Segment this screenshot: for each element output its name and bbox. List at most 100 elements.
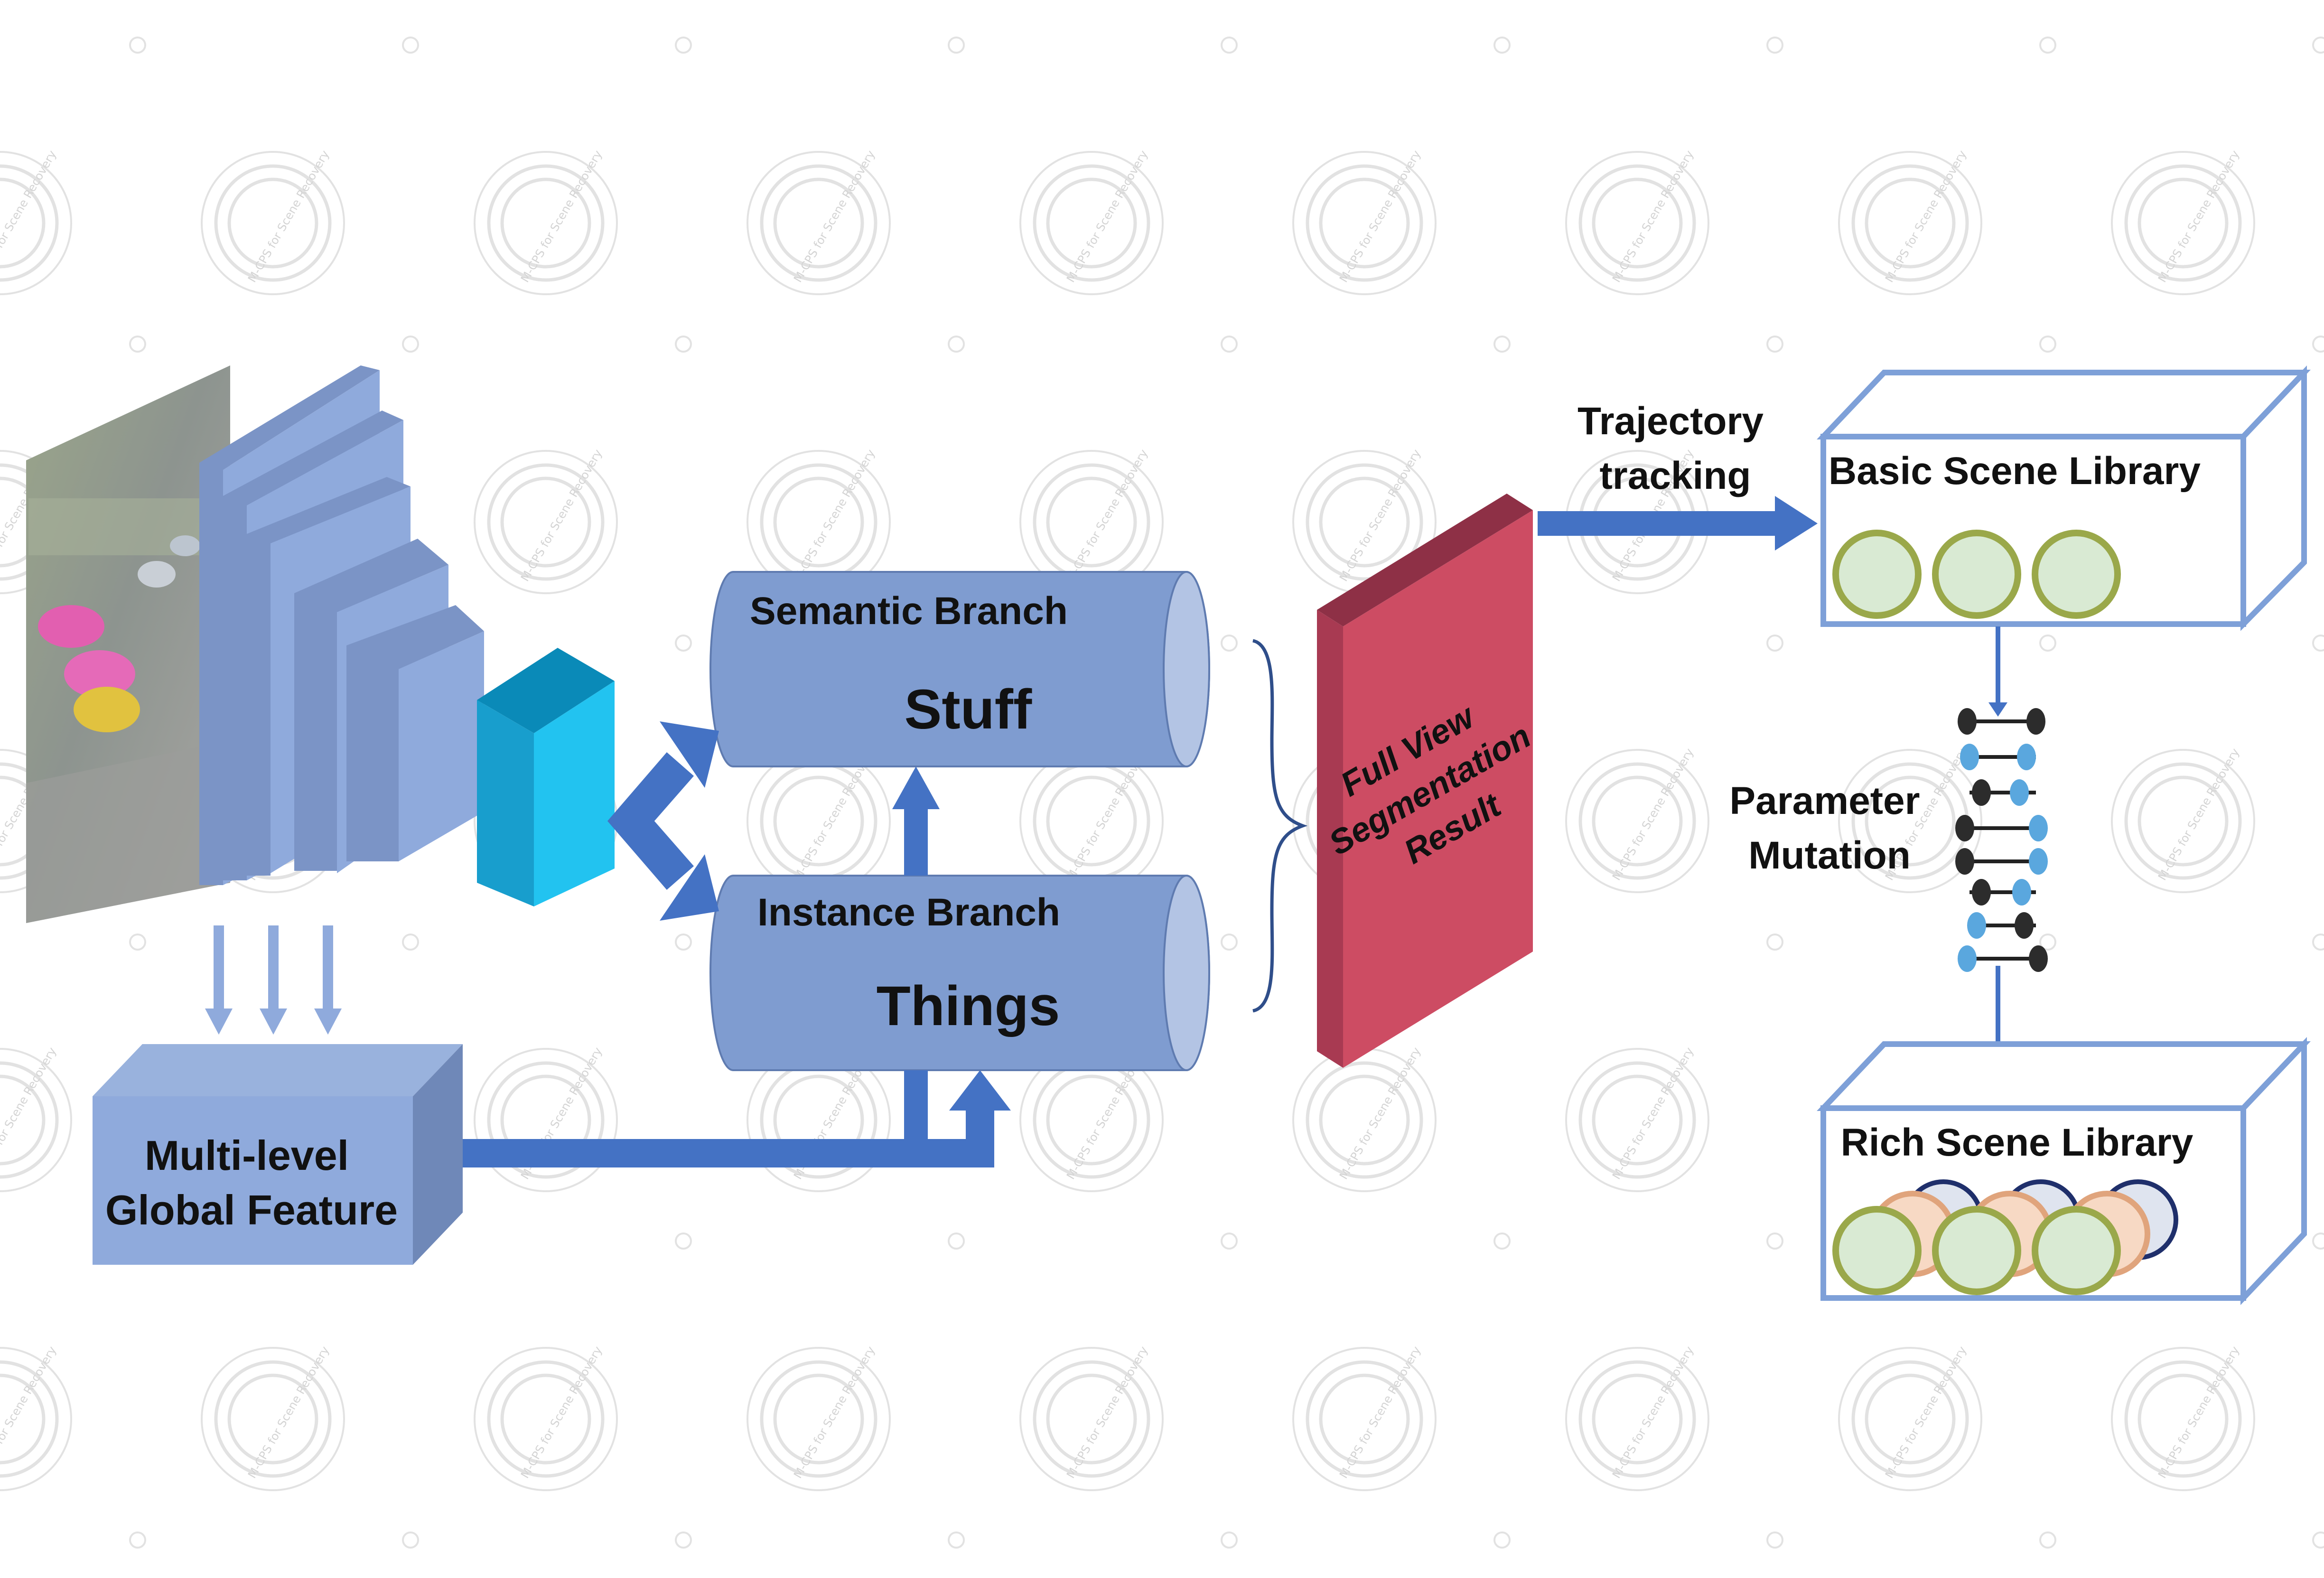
input-image	[26, 365, 230, 923]
watermark-stamp: M-CPS for Scene Recovery	[2111, 1344, 2255, 1491]
parameter-label-line2: Mutation	[1748, 834, 1911, 877]
watermark-dot	[1221, 336, 1238, 353]
semantic-branch-label: Semantic Branch	[750, 589, 1068, 633]
watermark-stamp: M-CPS for Scene Recovery	[747, 148, 891, 295]
watermark-stamp: M-CPS for Scene Recovery	[747, 746, 891, 893]
scene-circle	[2032, 530, 2121, 619]
watermark-dot	[948, 37, 965, 54]
multi-level-label-line2: Global Feature	[105, 1186, 398, 1233]
watermark-stamp: M-CPS for Scene Recovery	[2111, 148, 2255, 295]
watermark-dot	[129, 934, 146, 951]
watermark-dot	[948, 336, 965, 353]
watermark-dot	[675, 1233, 692, 1250]
watermark-dot	[1221, 934, 1238, 951]
watermark-stamp: M-CPS for Scene Recovery	[1838, 1344, 1982, 1491]
trajectory-label-line1: Trajectory	[1577, 400, 1764, 443]
watermark-dot	[675, 1531, 692, 1549]
watermark-dot	[1493, 1233, 1511, 1250]
watermark-dot	[2312, 934, 2324, 951]
watermark-dot	[1766, 1531, 1783, 1549]
watermark-stamp: M-CPS for Scene Recovery	[2111, 746, 2255, 893]
watermark-dot	[2312, 1233, 2324, 1250]
watermark-dot	[129, 1531, 146, 1549]
watermark-stamp: M-CPS for Scene Recovery	[474, 148, 618, 295]
watermark-stamp: M-CPS for Scene Recovery	[0, 1344, 72, 1491]
watermark-stamp: M-CPS for Scene Recovery	[1019, 1344, 1164, 1491]
multi-level-feature-box: Multi-level Global Feature	[93, 1044, 463, 1265]
feature-layer-5	[346, 605, 484, 861]
semantic-branch-cylinder: Semantic Branch Stuff	[709, 571, 1210, 767]
watermark-stamp: M-CPS for Scene Recovery	[1292, 148, 1437, 295]
basic-library-label: Basic Scene Library	[1829, 449, 2201, 493]
watermark-dot	[948, 1531, 965, 1549]
watermark-stamp: M-CPS for Scene Recovery	[0, 1045, 72, 1192]
stuff-label: Stuff	[905, 678, 1032, 741]
watermark-stamp: M-CPS for Scene Recovery	[1565, 1344, 1709, 1491]
mutation-connector	[1988, 626, 2007, 1042]
instance-to-semantic-arrow	[892, 766, 940, 876]
watermark-stamp: M-CPS for Scene Recovery	[1292, 1045, 1437, 1192]
watermark-stamp: M-CPS for Scene Recovery	[0, 148, 72, 295]
things-label: Things	[877, 975, 1060, 1037]
watermark-dot	[1221, 1531, 1238, 1549]
watermark-dot	[2039, 1531, 2056, 1549]
watermark-dot	[2312, 635, 2324, 652]
watermark-dot	[2039, 37, 2056, 54]
watermark-dot	[1766, 37, 1783, 54]
watermark-dot	[1766, 635, 1783, 652]
watermark-stamp: M-CPS for Scene Recovery	[1565, 746, 1709, 893]
watermark-stamp: M-CPS for Scene Recovery	[747, 1344, 891, 1491]
watermark-stamp: M-CPS for Scene Recovery	[201, 148, 345, 295]
down-arrows	[205, 925, 342, 1035]
watermark-dot	[1221, 635, 1238, 652]
feature-to-branch-connector	[463, 1070, 1011, 1167]
scene-circle	[1832, 530, 1922, 619]
watermark-stamp: M-CPS for Scene Recovery	[474, 1045, 618, 1192]
watermark-dot	[1493, 1531, 1511, 1549]
watermark-dot	[2312, 37, 2324, 54]
branch-split-arrow	[607, 721, 719, 921]
watermark-stamp: M-CPS for Scene Recovery	[201, 1344, 345, 1491]
watermark-dot	[402, 37, 419, 54]
watermark-dot	[2312, 336, 2324, 353]
watermark-dot	[2312, 1531, 2324, 1549]
watermark-dot	[675, 635, 692, 652]
trajectory-label-line2: tracking	[1600, 454, 1751, 497]
watermark-dot	[402, 336, 419, 353]
rich-library-label: Rich Scene Library	[1841, 1121, 2193, 1164]
instance-branch-cylinder: Instance Branch Things	[709, 875, 1210, 1071]
watermark-stamp: M-CPS for Scene Recovery	[1838, 148, 1982, 295]
scene-circle	[1932, 1206, 2021, 1295]
scene-circle	[1932, 530, 2021, 619]
watermark-dot	[1766, 1233, 1783, 1250]
watermark-dot	[1766, 336, 1783, 353]
watermark-dot	[402, 1531, 419, 1549]
watermark-dot	[129, 37, 146, 54]
watermark-dot	[402, 934, 419, 951]
segmentation-result-panel: Full View Segmentation Result	[1317, 494, 1537, 1068]
parameter-label-line1: Parameter	[1729, 779, 1920, 822]
merge-brace	[1252, 639, 1308, 1013]
watermark-dot	[2039, 934, 2056, 951]
multi-level-label-line1: Multi-level	[145, 1132, 349, 1179]
watermark-dot	[1221, 1233, 1238, 1250]
watermark-dot	[2039, 635, 2056, 652]
watermark-dot	[675, 37, 692, 54]
dna-helix-icon	[1955, 708, 2048, 972]
watermark-dot	[948, 1233, 965, 1250]
watermark-dot	[2039, 336, 2056, 353]
watermark-stamp: M-CPS for Scene Recovery	[1565, 148, 1709, 295]
trajectory-arrow	[1538, 496, 1818, 551]
instance-branch-label: Instance Branch	[757, 891, 1060, 934]
watermark-dot	[129, 336, 146, 353]
watermark-dot	[1493, 336, 1511, 353]
watermark-stamp: M-CPS for Scene Recovery	[1292, 1344, 1437, 1491]
watermark-dot	[675, 336, 692, 353]
watermark-stamp: M-CPS for Scene Recovery	[474, 447, 618, 594]
watermark-stamp: M-CPS for Scene Recovery	[1019, 148, 1164, 295]
watermark-stamp: M-CPS for Scene Recovery	[1019, 746, 1164, 893]
scene-circle	[2032, 1206, 2121, 1295]
teal-feature-block	[477, 648, 615, 906]
